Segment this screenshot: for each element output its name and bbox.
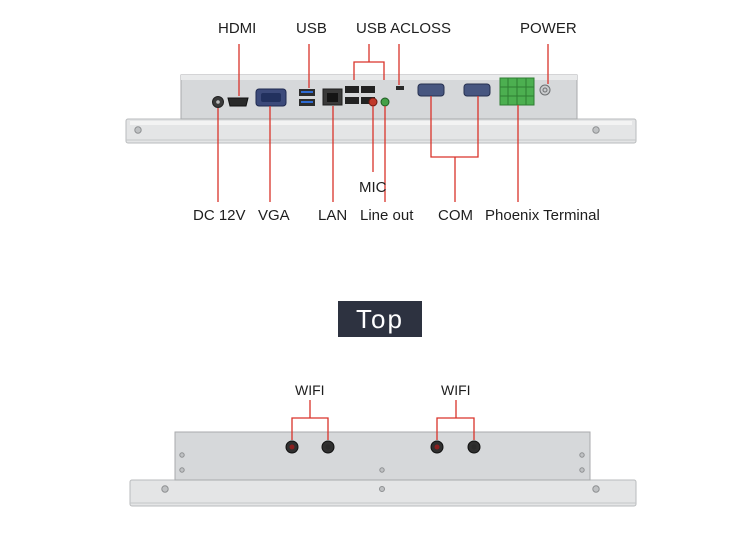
- panel-screw: [179, 467, 185, 473]
- bezel-screw: [379, 486, 385, 492]
- section-badge-top: Top: [338, 301, 422, 337]
- usb-port-group-icon: [345, 86, 375, 104]
- label-wifi-right: WIFI: [441, 382, 471, 398]
- label-power: POWER: [520, 20, 577, 37]
- label-usb-acloss: USB ACLOSS: [356, 20, 452, 37]
- label-usb: USB: [296, 20, 327, 37]
- bezel-screw: [134, 126, 142, 134]
- wifi-callout-lines: [291, 400, 475, 440]
- top-panel-body: [174, 431, 591, 481]
- label-dc-12v: DC 12V: [193, 207, 246, 224]
- panel-screw: [579, 467, 585, 473]
- com-port-icon: [417, 83, 491, 97]
- wifi-antenna-port-icon: [321, 440, 335, 454]
- label-vga: VGA: [258, 207, 290, 224]
- bezel-screw: [592, 126, 600, 134]
- callout-lines-top: [238, 44, 549, 96]
- io-panel-view: [125, 74, 637, 144]
- label-lan: LAN: [318, 207, 348, 224]
- hdmi-port-icon: [227, 97, 249, 107]
- label-phoenix-terminal: Phoenix Terminal: [485, 207, 600, 224]
- usb-port-stack-icon: [299, 89, 315, 106]
- phoenix-terminal-icon: [499, 77, 535, 106]
- wifi-antenna-port-icon: [285, 440, 299, 454]
- panel-screw: [579, 452, 585, 458]
- top-bezel: [129, 479, 637, 507]
- label-hdmi: HDMI: [218, 20, 257, 37]
- bezel-screw: [161, 485, 169, 493]
- panel-screw: [179, 452, 185, 458]
- power-button-icon: [539, 84, 551, 96]
- label-com: COM: [438, 207, 473, 224]
- label-mic: MIC: [359, 179, 387, 196]
- dc-jack-icon: [212, 96, 224, 108]
- wifi-antenna-port-icon: [467, 440, 481, 454]
- vga-port-icon: [255, 88, 287, 107]
- label-wifi-left: WIFI: [295, 382, 325, 398]
- panel-screw: [379, 467, 385, 473]
- lan-port-icon: [322, 88, 343, 106]
- top-panel-view: [129, 431, 637, 507]
- callout-lines-bottom: [217, 96, 519, 202]
- label-line-out: Line out: [360, 207, 414, 224]
- bezel-screw: [592, 485, 600, 493]
- wifi-antenna-port-icon: [430, 440, 444, 454]
- acloss-switch-icon: [396, 86, 404, 90]
